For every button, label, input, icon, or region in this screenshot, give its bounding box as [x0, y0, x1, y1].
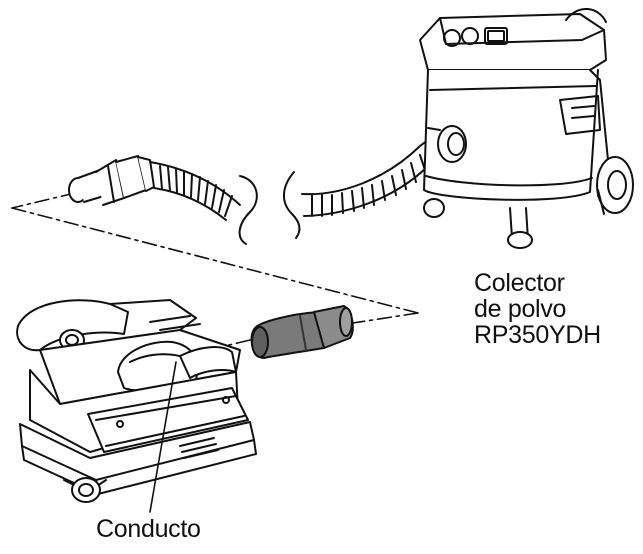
- collector-label-line-3: RP350YDH: [474, 322, 601, 348]
- collector-label: Colector de polvo RP350YDH: [474, 270, 601, 348]
- belt-sander-illustration: [17, 300, 256, 502]
- duct-label: Conducto: [96, 516, 201, 542]
- hose-end-cuff: [69, 156, 154, 205]
- hose-left-segment: [150, 162, 257, 244]
- duct-adapter-illustration: [252, 306, 353, 358]
- collector-label-line-2: de polvo: [474, 296, 601, 322]
- dust-collector-illustration: [420, 9, 633, 248]
- collector-label-line-1: Colector: [474, 270, 601, 296]
